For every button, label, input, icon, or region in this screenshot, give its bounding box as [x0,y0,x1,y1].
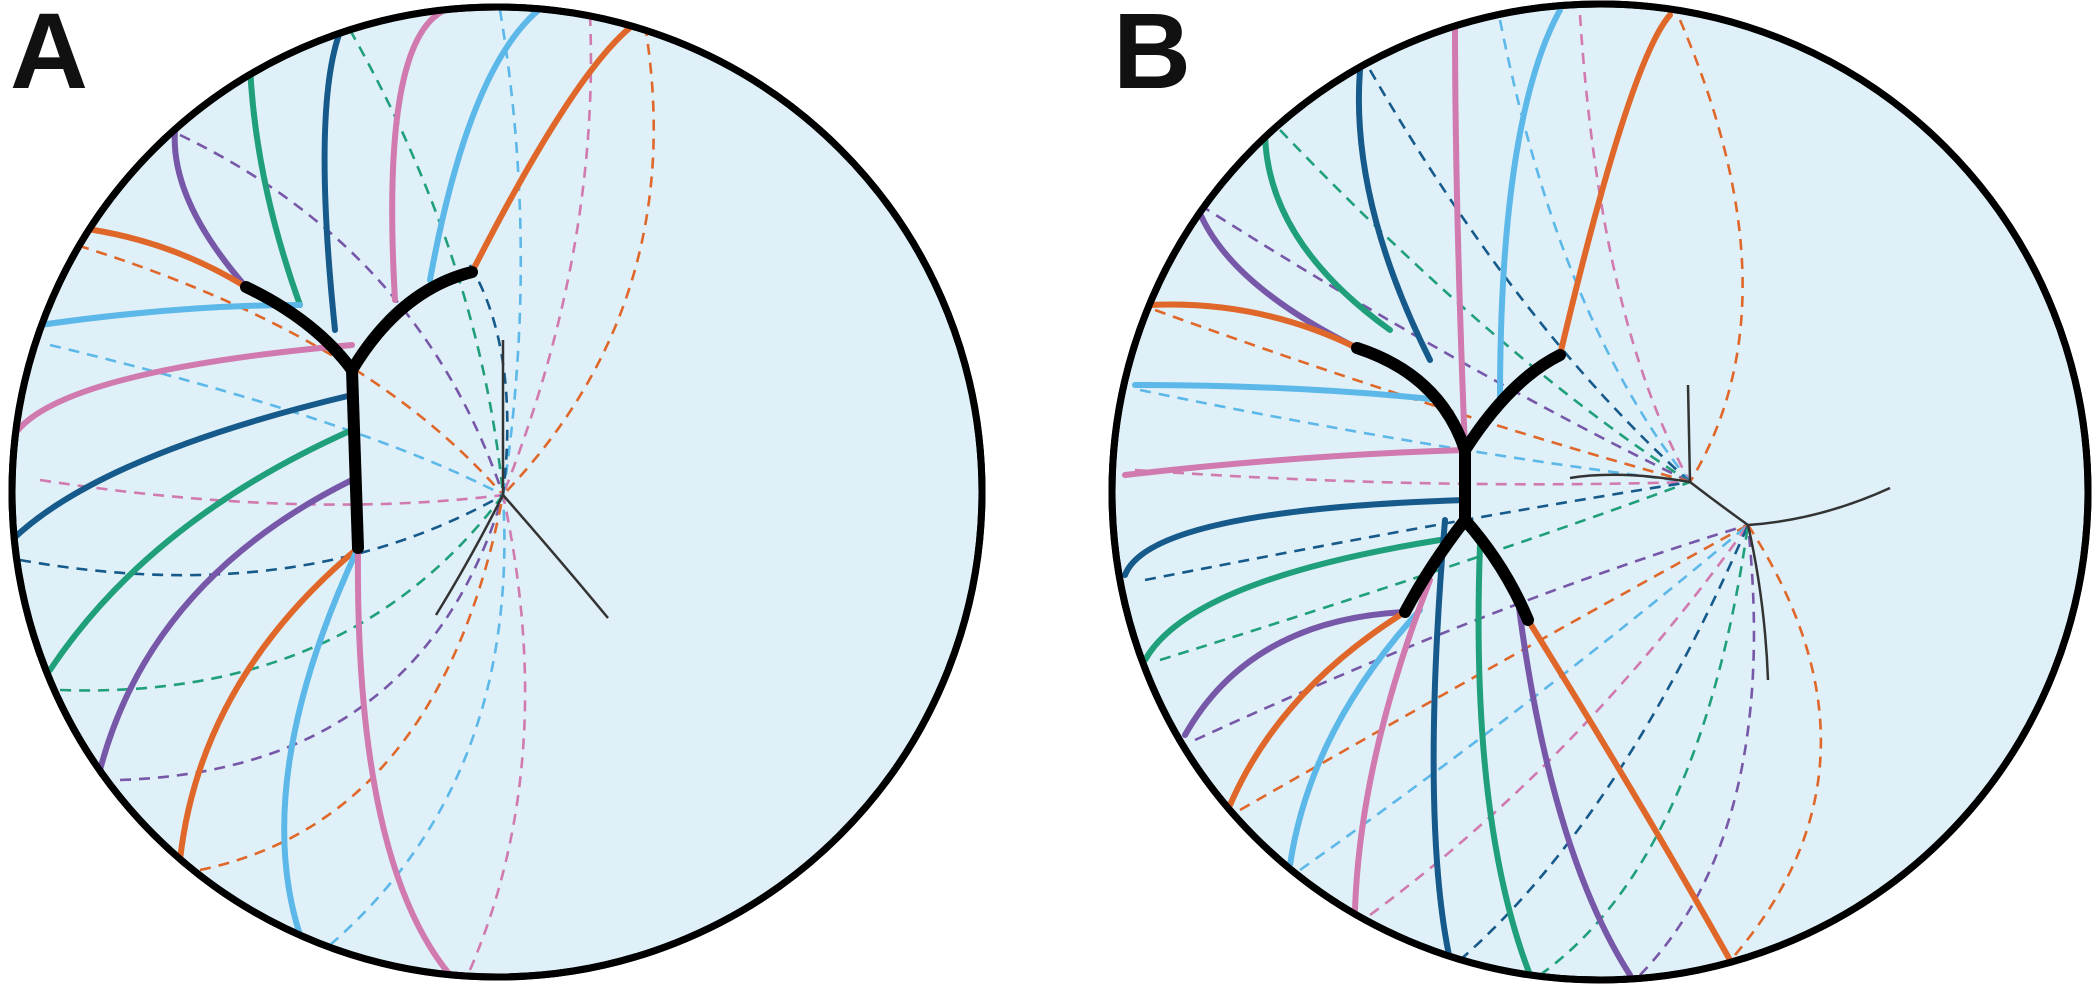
panel-b-disk [1108,0,2092,984]
panel-a-defect [240,266,478,554]
panel-b-solid-line [1355,67,1433,363]
panel-b-dashed-line [1279,129,1691,484]
panel-b-solid-line [1525,617,1733,963]
panel-a-dashed-line [501,14,593,496]
panel-b-dashed-line [1199,203,1691,484]
panel-b-solid-line [1132,382,1443,403]
panel-b-solid-line [1122,497,1468,578]
panel-a-dashed-line [199,494,505,872]
panel-a-solid-line [12,392,355,543]
panel-b: B [1108,0,2092,984]
panel-b-solid-line [1147,301,1360,351]
panel-a-solid-line [389,7,448,303]
panel-a-dashed-line [179,133,505,496]
panel-b-dashed-line [1139,388,1691,484]
panel-b-defect [1351,342,1566,626]
panel-a-label: A [10,0,88,111]
panel-b-solid-line [1557,12,1673,358]
panel-b-dashed-line [1578,14,1692,483]
panel-b-solid-line [1287,607,1423,868]
panel-a-dashed-line [502,24,655,496]
panel-a-solid-line [469,17,643,275]
panel-b-solid-line [1430,517,1453,963]
panel-b-dashed-line [1368,69,1691,483]
panel-a-dashed-line [348,29,505,496]
panel-b-solid-line [1122,447,1468,478]
panel-b-solid-line [1227,609,1408,808]
panel-a-dashed-line [39,478,504,506]
panel-a-dashed-line [59,238,504,496]
panel-b-solid-line [1497,7,1563,403]
panel-a-solid-line [15,342,355,433]
panel-a-dashed-line [329,494,506,946]
panel-a-solid-line [77,225,249,290]
panel-b-solid-line [1452,22,1468,453]
panel-b-dashed-line [1239,523,1749,812]
panel-a-disk [8,3,986,981]
panel-b-solid-line [1262,127,1393,333]
panel-b-solid-line [1515,597,1633,978]
panel-b-dashed-line [1639,524,1756,976]
panel-a: A [8,0,986,981]
panel-b-dashed-line [1459,524,1750,961]
panel-b-solid-line [1475,542,1533,978]
panel-b-dashed-line [1144,480,1691,582]
panel-b-thin-defect [1569,384,1891,681]
panel-a-dashed-line [59,494,505,692]
panel-b-dashed-line [1154,308,1691,484]
panel-a-dashed-line [19,493,504,577]
panel-b-dashed-line [1194,523,1749,742]
panel-a-dashed-line [49,343,504,497]
panel-b-solid-line [1352,577,1433,913]
panel-b-solid-line [1142,537,1443,663]
panel-b-dashed-line [1369,524,1750,917]
panel-b-dashed-line [1134,468,1691,486]
panel-a-solid-line [47,427,355,673]
panel-a-solid-line [281,545,361,938]
panel-a-dashed-line [468,264,509,496]
panel-a-solid-line [177,545,361,863]
panel-a-solid-line [247,62,303,308]
panel-a-solid-line [171,127,249,290]
panel-b-dashed-line [1678,19,1744,483]
panel-b-dashed-line [1159,480,1691,662]
panel-a-dashed-line [498,9,523,496]
panel-b-dashed-line [1734,524,1823,956]
panel-a-solid-line [427,7,548,283]
panel-b-solid-line [1182,609,1408,738]
panel-b-solid-lines [1122,7,1733,978]
panel-b-label: B [1113,0,1191,111]
panel-b-dashed-lines [1134,14,1823,977]
panel-b-dashed-line [1539,524,1750,977]
panel-a-thin-defect [434,340,609,619]
panel-a-solid-line [97,477,355,773]
panel-a-solid-line [354,545,453,977]
panel-a-solid-line [321,17,348,333]
panel-a-dashed-line [468,494,527,971]
